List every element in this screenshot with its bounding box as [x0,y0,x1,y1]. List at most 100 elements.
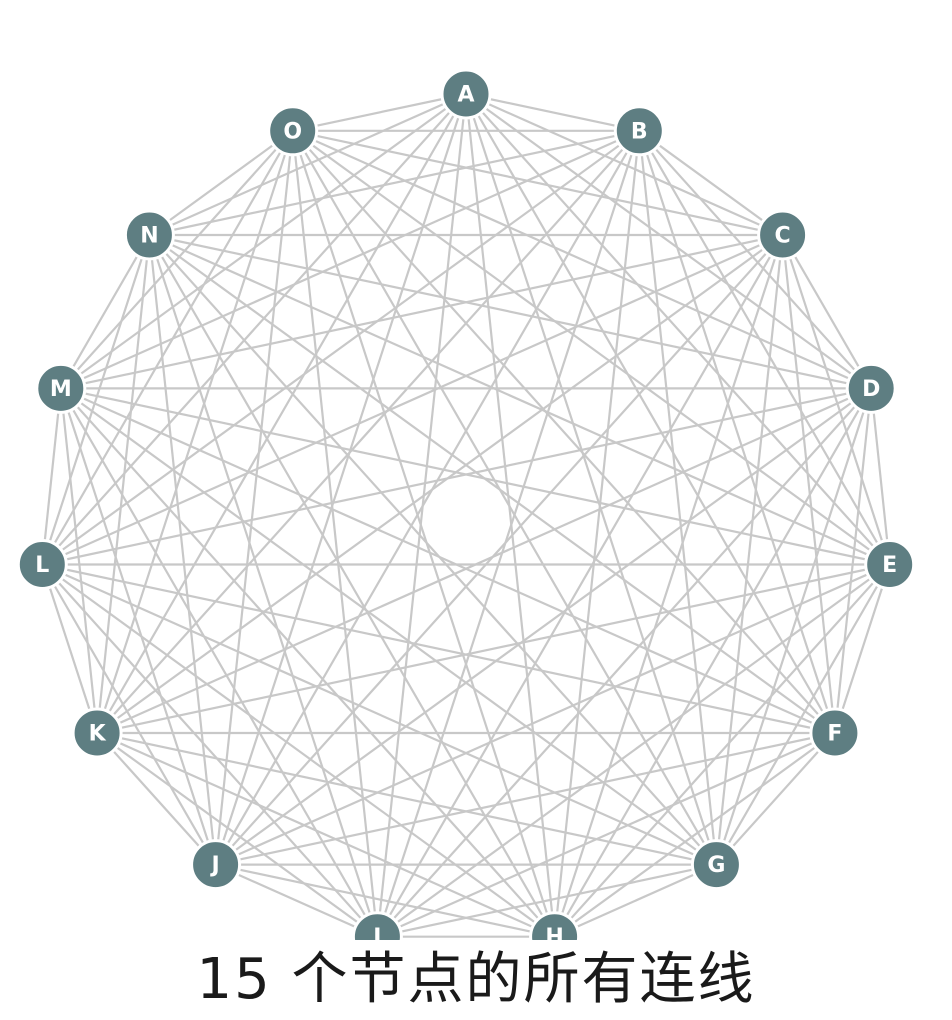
edge-G-K [96,731,717,866]
edge-D-E [870,388,891,565]
edge-K-O [96,130,294,734]
edge-D-H [553,387,873,938]
edge-C-D [781,234,873,389]
node-C: C [757,209,809,261]
node-label-B: B [631,119,648,144]
edge-E-I [376,563,891,938]
edge-H-M [59,387,556,938]
node-H: H [529,911,581,940]
edge-M-O [59,130,294,390]
node-label-D: D [862,377,880,402]
edge-E-F [833,564,891,734]
node-B: B [613,105,665,157]
nodes-layer: A B C D E F G H I J K L M N O [16,68,916,940]
edge-C-I [376,234,784,938]
edge-H-N [148,234,556,938]
node-F: F [809,707,861,759]
node-O: O [267,105,319,157]
edge-I-J [215,863,378,938]
node-circle-E [864,539,916,590]
edge-B-N [149,129,640,237]
edge-C-J [214,234,784,866]
edge-A-K [96,93,467,734]
node-A: A [440,68,492,120]
diagram-caption: 15 个节点的所有连线 [196,947,756,1012]
edge-I-L [41,563,379,938]
node-label-G: G [707,853,725,878]
edge-F-N [148,234,836,734]
edge-H-K [96,731,556,938]
edge-L-O [41,130,294,566]
edge-B-D [638,130,873,390]
edge-B-F [638,130,836,734]
edge-E-O [292,129,891,566]
edge-K-M [59,388,99,734]
edge-H-L [41,563,556,938]
node-label-L: L [35,553,49,578]
node-I: I [351,911,403,940]
edge-A-O [292,92,467,132]
edge-J-M [59,388,217,865]
edge-E-N [148,233,891,566]
edge-C-G [715,234,784,865]
edge-D-N [149,233,872,390]
edge-E-H [553,563,891,938]
edge-D-F [833,388,873,734]
edge-E-K [96,563,890,735]
node-label-A: A [457,83,474,108]
node-label-K: K [89,722,107,747]
node-J: J [190,839,242,891]
node-circle-L [16,539,68,590]
edge-J-N [148,234,217,865]
node-circle-M [35,362,87,414]
node-E: E [864,539,916,590]
edge-C-F [781,234,836,734]
edge-B-C [638,129,784,236]
edge-K-L [41,564,99,734]
node-M: M [35,362,87,414]
node-label-E: E [882,553,897,578]
edge-A-C [465,92,784,237]
edge-H-O [291,130,556,938]
edge-A-G [464,93,718,865]
edge-L-N [41,234,151,565]
edge-F-I [376,731,836,938]
edge-G-L [41,563,717,866]
node-circle-C [757,209,809,261]
node-label-H: H [545,925,563,940]
edge-E-G [715,563,891,866]
edge-B-G [638,130,718,865]
edge-D-I [376,387,873,938]
node-circle-K [71,707,123,759]
edge-J-O [214,130,294,865]
node-label-N: N [140,224,158,249]
edge-A-H [464,93,556,937]
edge-B-K [96,130,641,734]
edge-L-M [41,388,62,565]
edge-M-N [59,234,151,389]
edge-I-K [96,732,379,938]
edges-layer [41,92,891,938]
node-L: L [16,539,68,590]
edge-A-I [376,93,468,937]
edge-C-E [781,234,891,565]
edge-B-M [60,129,640,390]
node-label-I: I [373,925,381,940]
edge-D-G [715,388,873,865]
edge-K-N [96,234,151,734]
complete-graph-diagram: A B C D E F G H I J K L M N O [16,68,916,940]
node-label-C: C [775,224,791,249]
node-circle-J [190,839,242,891]
edge-F-G [715,732,836,866]
edge-B-H [553,130,641,937]
edge-J-L [41,563,217,866]
edge-G-N [148,234,718,866]
edge-F-J [215,731,836,866]
edge-B-I [376,130,641,938]
edge-H-J [215,863,555,938]
node-circle-D [845,362,897,414]
edge-D-O [292,129,872,390]
edge-D-J [214,387,872,866]
node-circle-B [613,105,665,157]
node-G: G [690,839,742,891]
